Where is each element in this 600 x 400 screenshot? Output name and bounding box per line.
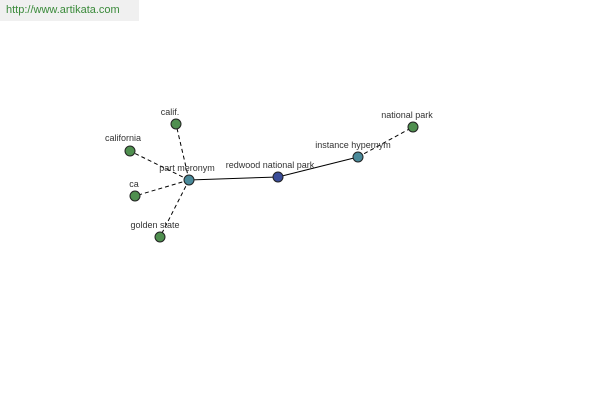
- node-label-national-park: national park: [381, 110, 433, 120]
- node-instance-hypernym[interactable]: instance hypernym: [315, 140, 391, 163]
- node-ca[interactable]: ca: [129, 179, 141, 202]
- node-label-california: california: [105, 133, 141, 143]
- node-calif[interactable]: calif.: [161, 107, 182, 130]
- edges-layer: [129, 123, 414, 238]
- edge-part-meronym-to-golden-state: [159, 179, 190, 238]
- url-banner[interactable]: http://www.artikata.com: [0, 0, 139, 21]
- node-circle-national-park[interactable]: [407, 121, 419, 133]
- node-redwood-national-park[interactable]: redwood national park: [226, 160, 315, 183]
- node-part-meronym[interactable]: part meronym: [159, 163, 215, 186]
- edge-part-meronym-to-ca: [134, 179, 190, 197]
- node-circle-instance-hypernym[interactable]: [352, 151, 364, 163]
- node-california[interactable]: california: [105, 133, 141, 157]
- node-circle-part-meronym[interactable]: [183, 174, 195, 186]
- node-circle-calif[interactable]: [170, 118, 182, 130]
- node-golden-state[interactable]: golden state: [130, 220, 180, 243]
- edge-part-meronym-to-california: [129, 150, 190, 181]
- edge-part-meronym-to-redwood-national-park: [188, 176, 279, 181]
- edge-instance-hypernym-to-national-park: [357, 126, 414, 158]
- node-label-calif: calif.: [161, 107, 180, 117]
- node-circle-california[interactable]: [124, 145, 136, 157]
- node-label-ca: ca: [129, 179, 139, 189]
- node-label-golden-state: golden state: [130, 220, 179, 230]
- node-circle-ca[interactable]: [129, 190, 141, 202]
- node-national-park[interactable]: national park: [381, 110, 433, 133]
- node-circle-golden-state[interactable]: [154, 231, 166, 243]
- edge-part-meronym-to-calif: [175, 123, 190, 181]
- node-label-redwood-national-park: redwood national park: [226, 160, 315, 170]
- edge-redwood-national-park-to-instance-hypernym: [277, 156, 359, 178]
- node-label-instance-hypernym: instance hypernym: [315, 140, 391, 150]
- node-label-part-meronym: part meronym: [159, 163, 215, 173]
- nodes-layer: calif. california ca golden state part meron…: [105, 107, 433, 243]
- node-circle-redwood-national-park[interactable]: [272, 171, 284, 183]
